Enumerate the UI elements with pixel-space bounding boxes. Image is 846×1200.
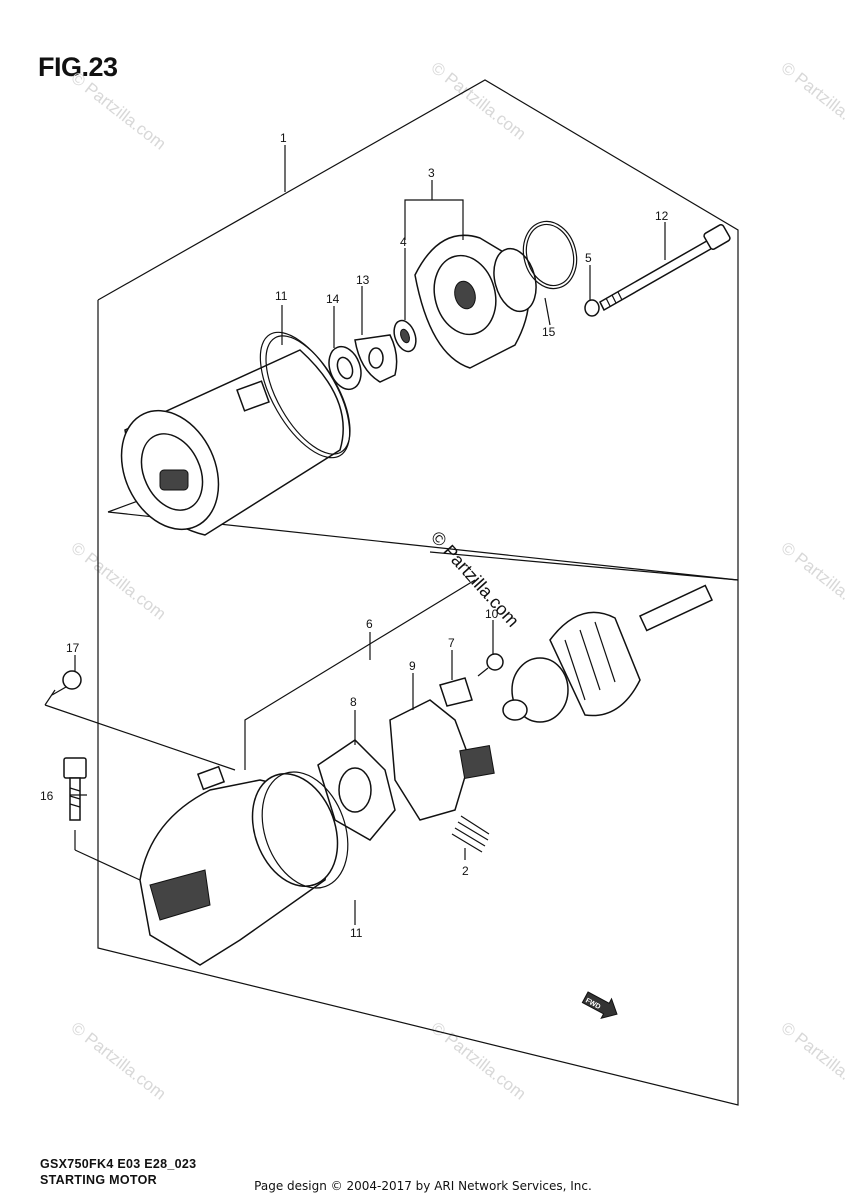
callout-11-lower: 11: [350, 926, 363, 940]
part-through-bolt-12: [599, 224, 731, 312]
callout-11-upper: 11: [275, 289, 288, 303]
part-brush-7: [439, 677, 473, 707]
model-code: GSX750FK4 E03 E28_023: [40, 1157, 197, 1171]
callout-10: 10: [485, 607, 499, 621]
watermark-top-middle: © Partzilla.com: [428, 58, 530, 144]
part-o-ring-lower: [261, 771, 349, 889]
watermark-bottom-left: © Partzilla.com: [68, 1018, 170, 1104]
watermark-bottom-right: © Partzilla.com: [778, 1018, 846, 1104]
part-washer-14: [328, 345, 362, 391]
callout-13: 13: [356, 273, 370, 287]
figure-title: FIG.23: [38, 52, 118, 82]
part-screw-17: [51, 670, 82, 696]
callout-8: 8: [350, 695, 357, 709]
part-yoke-housing: [120, 349, 344, 536]
part-spring-2: [451, 815, 490, 853]
fwd-direction-arrow: FWD: [581, 991, 618, 1020]
callout-15: 15: [542, 325, 556, 339]
callout-2: 2: [462, 864, 469, 878]
callout-5: 5: [585, 251, 592, 265]
part-oil-seal-4: [393, 319, 417, 353]
callout-16: 16: [40, 789, 54, 803]
part-washer-5: [584, 299, 600, 317]
part-o-ring-15: [522, 220, 578, 290]
watermark-top-right: © Partzilla.com: [778, 58, 846, 144]
watermark-mid-left: © Partzilla.com: [68, 538, 170, 624]
callout-9: 9: [409, 659, 416, 673]
watermark-bottom-middle: © Partzilla.com: [428, 1018, 530, 1104]
leader-lines: [44, 145, 666, 925]
watermark-mid-right: © Partzilla.com: [778, 538, 846, 624]
watermark-top-left: © Partzilla.com: [68, 68, 170, 154]
assembly-name: STARTING MOTOR: [40, 1173, 157, 1187]
callout-1: 1: [280, 131, 287, 145]
part-screw-10: [477, 653, 504, 677]
watermark-center: © Partzilla.com: [427, 527, 523, 631]
callout-17: 17: [66, 641, 80, 655]
part-lockwasher-13: [354, 334, 398, 383]
part-brush-plate-9: [389, 699, 495, 821]
callout-7: 7: [448, 636, 455, 650]
callout-14: 14: [326, 292, 340, 306]
part-housing-6: [139, 765, 339, 966]
callout-labels: 1 3 4 12 5 11 14 13 15 6 10 7 9 8 17 16 …: [40, 131, 669, 940]
callout-4: 4: [400, 235, 407, 249]
page-footer-copyright: Page design © 2004-2017 by ARI Network S…: [254, 1179, 592, 1193]
callout-12: 12: [655, 209, 669, 223]
part-armature: [502, 584, 714, 723]
part-bolt-16: [63, 757, 87, 821]
callout-6: 6: [366, 617, 373, 631]
callout-3: 3: [428, 166, 435, 180]
